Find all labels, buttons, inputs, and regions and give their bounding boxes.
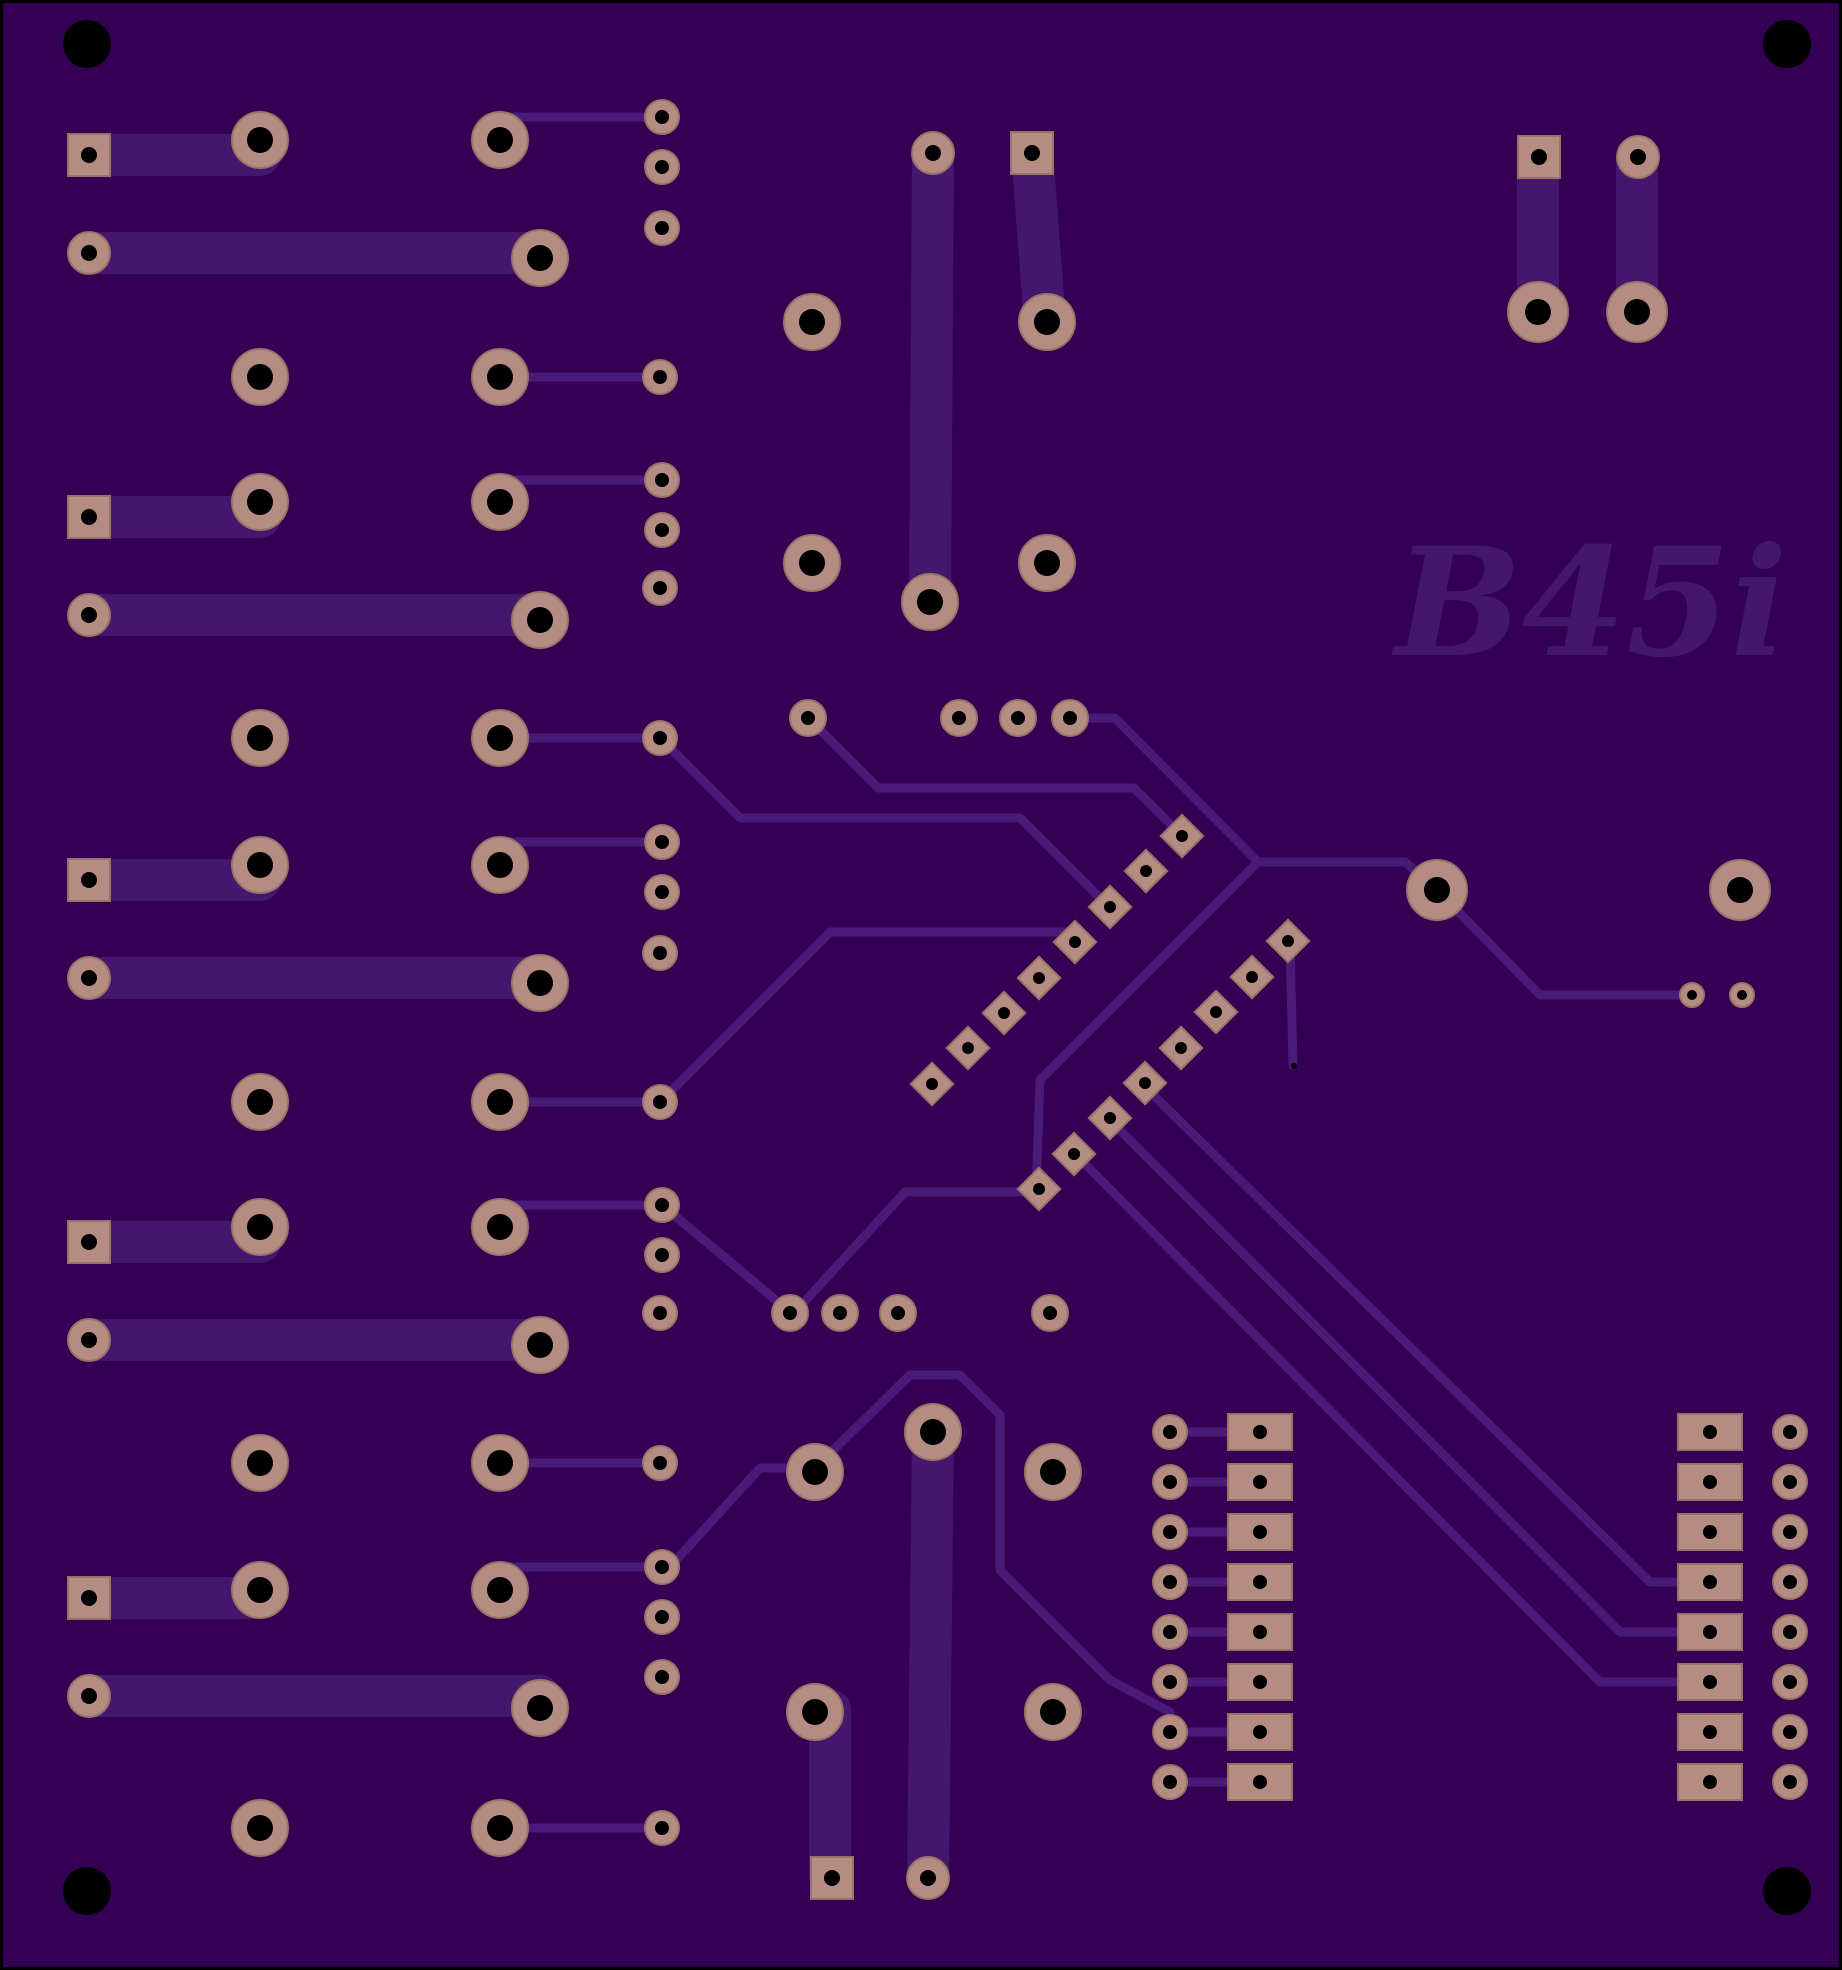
mounting-hole	[63, 20, 111, 68]
mounting-holes	[63, 20, 1811, 1915]
header-left	[1152, 1413, 1293, 1801]
square-pad	[1010, 131, 1054, 175]
silkscreen-label: B45i	[1391, 515, 1788, 691]
drill-holes	[81, 110, 1797, 1886]
wide-traces	[68, 131, 1658, 1898]
mounting-hole	[1763, 1867, 1811, 1915]
mounting-hole	[1763, 20, 1811, 68]
mounting-hole	[63, 1867, 111, 1915]
